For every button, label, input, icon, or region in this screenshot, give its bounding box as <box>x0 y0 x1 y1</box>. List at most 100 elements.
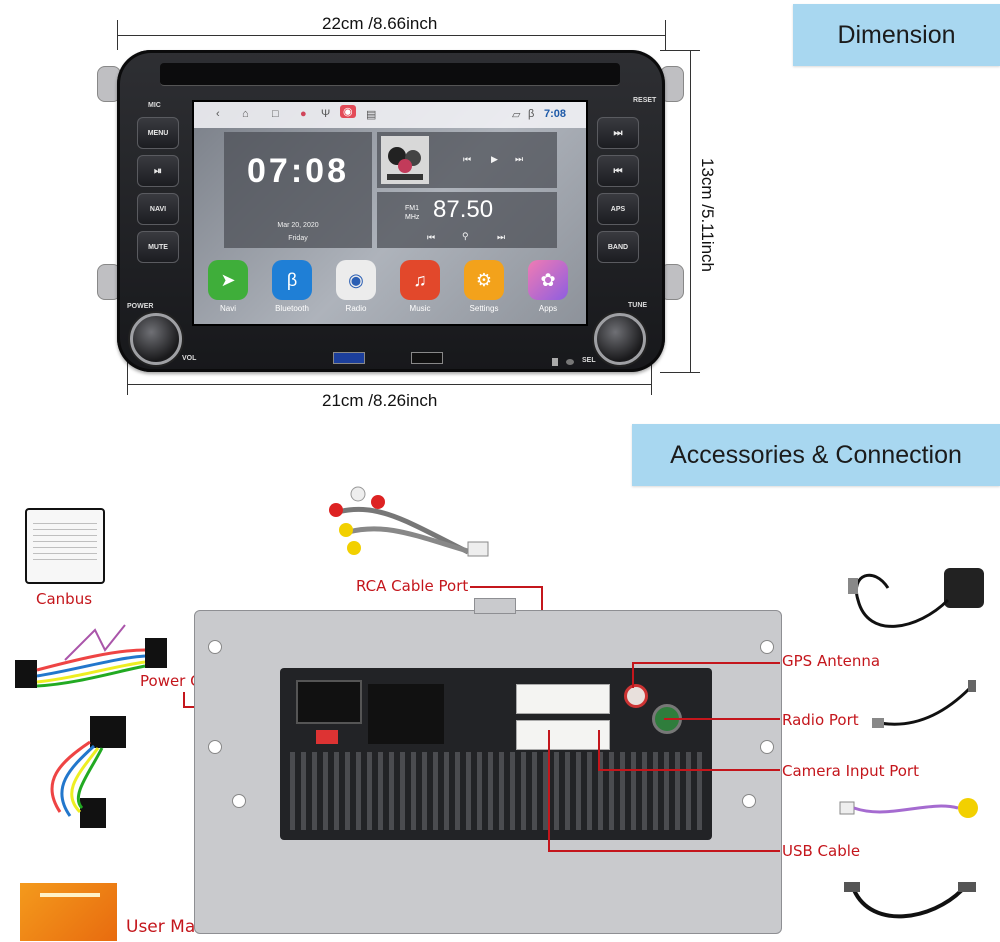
radio-search-icon[interactable]: ⚲ <box>462 231 469 241</box>
volume-knob[interactable] <box>130 313 182 365</box>
tune-knob[interactable] <box>594 313 646 365</box>
music-next-icon[interactable]: ⏭ <box>515 154 524 164</box>
bluetooth-icon: β <box>272 260 312 300</box>
music-play-icon[interactable]: ▶ <box>491 154 498 164</box>
usb-cable-label: USB Cable <box>782 842 861 860</box>
menu-button[interactable]: MENU <box>137 117 179 149</box>
rca-connector <box>516 684 610 714</box>
aps-button[interactable]: APS <box>597 193 639 225</box>
mute-button[interactable]: MUTE <box>137 231 179 263</box>
power-label: POWER <box>127 303 154 310</box>
camera-input-port-label: Camera Input Port <box>782 762 919 780</box>
heatsink-fin <box>642 752 647 830</box>
next-track-button[interactable]: ⏭ <box>597 117 639 149</box>
heatsink-fin <box>631 752 636 830</box>
top-dim-tick-right <box>665 20 666 50</box>
right-dimension-line <box>690 50 691 372</box>
top-dimension-line <box>117 35 665 36</box>
heatsink-fin <box>664 752 669 830</box>
heatsink-fin <box>433 752 438 830</box>
clock-widget[interactable]: 07:08 Mar 20, 2020 Friday <box>224 132 372 248</box>
heatsink-fin <box>598 752 603 830</box>
heatsink-fin <box>565 752 570 830</box>
heatsink-fin <box>653 752 658 830</box>
sel-button[interactable] <box>566 359 574 365</box>
wifi-icon: ▱ <box>512 109 521 121</box>
heatsink-fin <box>400 752 405 830</box>
top-dimension-label: 22cm /8.66inch <box>322 14 438 33</box>
music-widget[interactable]: ⏮ ▶ ⏭ <box>377 132 557 188</box>
mount-hole <box>208 640 222 654</box>
mount-hole <box>208 740 222 754</box>
heatsink-fin <box>422 752 427 830</box>
status-time: 7:08 <box>544 108 567 120</box>
day-display: Friday <box>288 235 308 242</box>
heatsink-fin <box>609 752 614 830</box>
navi-button[interactable]: NAVI <box>137 193 179 225</box>
rca-cable-image <box>329 486 489 557</box>
album-art <box>381 136 429 184</box>
usb-port <box>411 352 443 364</box>
navi-icon: ➤ <box>208 260 248 300</box>
heatsink-fin <box>675 752 680 830</box>
mic-label: MIC <box>148 102 161 109</box>
usb-status-icon: Ψ <box>321 108 331 120</box>
top-dim-tick-left <box>117 20 118 50</box>
gps-connector <box>624 684 648 708</box>
app-label: Music <box>409 304 431 313</box>
usb-cable-image <box>844 882 976 919</box>
usb-port <box>333 352 365 364</box>
prev-track-button[interactable]: ⏮ <box>597 155 639 187</box>
camera-cable-image <box>839 798 978 818</box>
heatsink-fin <box>554 752 559 830</box>
camera-leader-h <box>598 769 780 771</box>
tune-label: TUNE <box>628 302 648 309</box>
canbus-label: Canbus <box>36 590 93 608</box>
heatsink-fin <box>620 752 625 830</box>
app-label: Radio <box>345 304 367 313</box>
mount-hole <box>742 794 756 808</box>
band-button[interactable]: BAND <box>597 231 639 263</box>
canbus-harness-image <box>50 716 126 828</box>
app-radio[interactable]: ◉ Radio <box>334 260 378 313</box>
radio-cable-image <box>872 680 976 728</box>
recents-icon[interactable]: □ <box>272 108 279 120</box>
home-icon[interactable]: ⌂ <box>242 108 249 120</box>
play-pause-button[interactable]: ⏯ <box>137 155 179 187</box>
heatsink-fin <box>532 752 537 830</box>
mount-hole <box>232 794 246 808</box>
heatsink-fin <box>290 752 295 830</box>
heatsink-fin <box>411 752 416 830</box>
app-music[interactable]: ♫ Music <box>398 260 442 313</box>
gps-leader-v <box>632 662 634 688</box>
heatsink-fin <box>686 752 691 830</box>
dimension-banner: Dimension <box>793 4 1000 66</box>
radio-prev-icon[interactable]: ⏮ <box>427 232 436 242</box>
app-navi[interactable]: ➤ Navi <box>206 260 250 313</box>
music-prev-icon[interactable]: ⏮ <box>463 154 472 164</box>
bottom-dimension-line <box>127 384 652 385</box>
radio-next-icon[interactable]: ⏭ <box>497 232 506 242</box>
usb-leader-h <box>548 850 780 852</box>
heatsink-fin <box>367 752 372 830</box>
notification-icon: ● <box>300 108 307 120</box>
app-apps[interactable]: ✿ Apps <box>526 260 570 313</box>
usb-camera-connector <box>516 720 610 750</box>
heatsink-fin <box>510 752 515 830</box>
app-bluetooth[interactable]: β Bluetooth <box>270 260 314 313</box>
music-icon: ♫ <box>400 260 440 300</box>
app-settings[interactable]: ⚙ Settings <box>462 260 506 313</box>
mount-hole <box>760 740 774 754</box>
heatsink-fin <box>576 752 581 830</box>
heatsink-fin <box>587 752 592 830</box>
radio-frequency: 87.50 <box>433 196 494 223</box>
sd-slot-icon <box>552 358 558 366</box>
usb-leader-v <box>548 730 550 852</box>
user-manual-image <box>20 883 117 941</box>
camera-leader-v <box>598 730 600 770</box>
image-status-icon: ▤ <box>366 109 377 121</box>
back-icon[interactable]: ‹ <box>216 108 220 120</box>
app-status-icon: ◉ <box>340 105 356 118</box>
